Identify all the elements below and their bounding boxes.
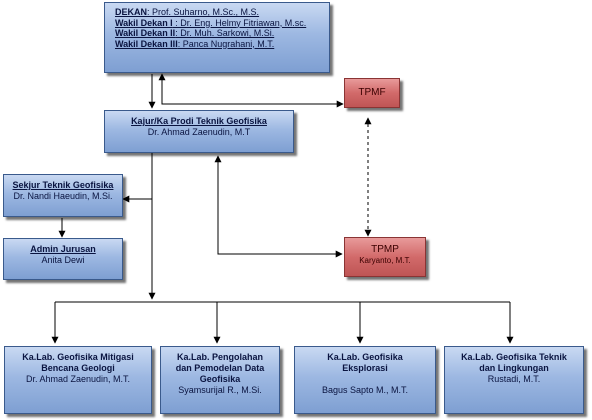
kajur-title: Kajur/Ka Prodi Teknik Geofisika <box>131 116 267 126</box>
lab-title-line: Geofisika <box>199 374 241 384</box>
kajur-name: Dr. Ahmad Zaenudin, M.T <box>147 127 251 137</box>
line-dekan-tpmf <box>158 73 344 108</box>
lab-head-name: Syamsurijal R., M.Si. <box>178 385 262 395</box>
tpmf-box: TPMF <box>344 78 400 108</box>
lab-head-name: Bagus Sapto M., M.T. <box>321 385 409 395</box>
lab-title-line: Ka.Lab. Pengolahan <box>176 352 263 362</box>
lab-title-line: Ka.Lab. Geofisika <box>327 352 403 362</box>
wakil-dekan-2-line: Wakil Dekan II: Dr. Muh. Sarkowi, M.Si. <box>115 28 275 38</box>
lab-box-pengolahan: Ka.Lab. Pengolahan dan Pemodelan Data Ge… <box>160 346 280 414</box>
line-kajur-tpmp <box>214 155 343 258</box>
lab-title-line: Ka.Lab. Geofisika Mitigasi <box>22 352 134 362</box>
lab-title-line: dan Lingkungan <box>479 363 549 373</box>
lab-title-line: Bencana Geologi <box>41 363 115 373</box>
lab-box-eksplorasi: Ka.Lab. Geofisika Eksplorasi Bagus Sapto… <box>294 346 436 414</box>
admin-box: Admin Jurusan Anita Dewi <box>3 238 123 280</box>
admin-name: Anita Dewi <box>41 255 85 265</box>
wakil-dekan-3-line: Wakil Dekan III: Panca Nugrahani, M.T. <box>115 38 275 49</box>
dekan-box: DEKAN: Prof. Suharno, M.Sc., M.S. Wakil … <box>104 2 330 73</box>
admin-title: Admin Jurusan <box>30 244 96 254</box>
lab-title-line: Eksplorasi <box>342 363 388 373</box>
lab-box-teknik-lingkungan: Ka.Lab. Geofisika Teknik dan Lingkungan … <box>444 346 584 414</box>
tpmp-box: TPMP Karyanto, M.T. <box>344 237 426 277</box>
tpmp-name: Karyanto, M.T. <box>359 256 411 265</box>
lab-head-name: Dr. Ahmad Zaenudin, M.T. <box>25 374 131 384</box>
lab-title-line: Ka.Lab. Geofisika Teknik <box>461 352 567 362</box>
wakil-dekan-1-line: Wakil Dekan I : Dr. Eng. Helmy Fitriawan… <box>115 17 307 28</box>
lab-box-mitigasi: Ka.Lab. Geofisika Mitigasi Bencana Geolo… <box>4 346 152 414</box>
sekjur-name: Dr. Nandi Haeudin, M.Si. <box>13 191 113 201</box>
kajur-box: Kajur/Ka Prodi Teknik Geofisika Dr. Ahma… <box>104 110 294 153</box>
tpmp-label: TPMP <box>371 244 399 255</box>
dekan-line: DEKAN: Prof. Suharno, M.Sc., M.S. <box>115 7 260 17</box>
sekjur-box: Sekjur Teknik Geofisika Dr. Nandi Haeudi… <box>3 174 123 217</box>
lab-head-name: Rustadi, M.T. <box>487 374 541 384</box>
tpmf-label: TPMF <box>358 87 386 98</box>
sekjur-title: Sekjur Teknik Geofisika <box>12 180 114 190</box>
lab-title-line: dan Pemodelan Data <box>175 363 265 373</box>
